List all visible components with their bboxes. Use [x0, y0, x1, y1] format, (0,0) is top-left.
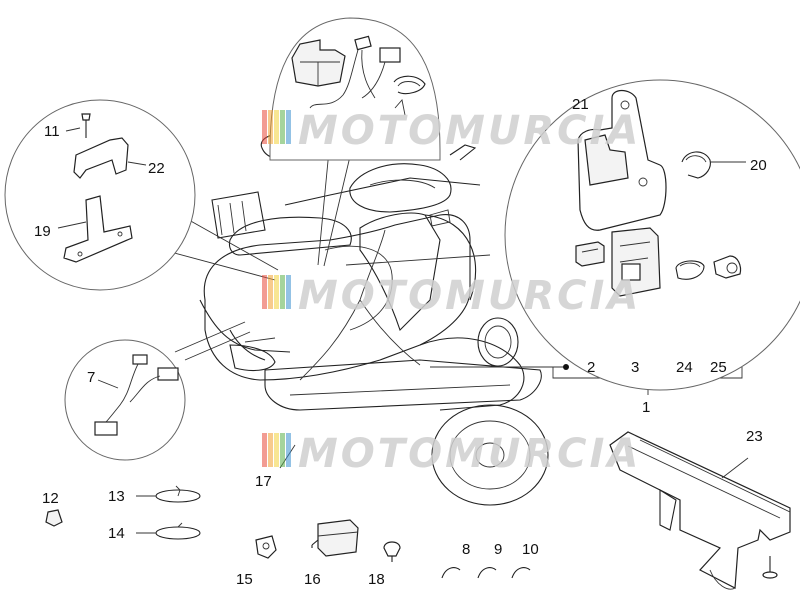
callout-23: 23	[746, 428, 763, 445]
callout-8: 8	[462, 541, 470, 558]
watermark-bar-5	[286, 110, 291, 144]
callout-9: 9	[494, 541, 502, 558]
watermark-bar-5	[286, 275, 291, 309]
watermark-bar-2	[268, 110, 273, 144]
watermark-bar-3	[274, 110, 279, 144]
callout-labels: 1 2 3 7 8 9 10 11 12 13 14 15 16 17 18 1…	[34, 96, 767, 588]
callout-16: 16	[304, 571, 321, 588]
watermark-bar-1	[262, 275, 267, 309]
callout-13: 13	[108, 488, 125, 505]
callout-24: 24	[676, 359, 693, 376]
detail-bubble-relays	[269, 17, 441, 161]
watermark-bar-1	[262, 110, 267, 144]
reference-dot	[563, 364, 569, 370]
watermark-bar-3	[274, 433, 279, 467]
callout-17: 17	[255, 473, 272, 490]
watermark-bar-2	[268, 275, 273, 309]
callout-14: 14	[108, 525, 125, 542]
callout-1: 1	[642, 399, 650, 416]
callout-11: 11	[44, 123, 60, 140]
watermark-bar-4	[280, 275, 285, 309]
watermark-bar-3	[274, 275, 279, 309]
watermark-bar-5	[286, 433, 291, 467]
callout-10: 10	[522, 541, 539, 558]
callout-3: 3	[631, 359, 639, 376]
callout-15: 15	[236, 571, 253, 588]
callout-12: 12	[42, 490, 59, 507]
detail-bubble-harness	[64, 339, 186, 461]
watermark-text: MOTOMURCIA	[298, 108, 641, 154]
callout-22: 22	[148, 160, 165, 177]
loose-parts	[45, 431, 791, 590]
watermark-bar-4	[280, 433, 285, 467]
callout-7: 7	[87, 369, 95, 386]
detail-bubble-control-unit	[504, 79, 800, 391]
watermark-logo-2: MOTOMURCIA	[262, 273, 641, 319]
watermark-bar-1	[262, 433, 267, 467]
watermark-logo-1: MOTOMURCIA	[262, 108, 641, 154]
watermark-logo-3: MOTOMURCIA	[262, 431, 641, 477]
watermark-text: MOTOMURCIA	[298, 273, 641, 319]
watermark-text: MOTOMURCIA	[298, 431, 641, 477]
callout-25: 25	[710, 359, 727, 376]
detail-bubble-brackets	[4, 99, 196, 291]
callout-18: 18	[368, 571, 385, 588]
watermark-bar-4	[280, 110, 285, 144]
callout-21: 21	[572, 96, 589, 113]
callout-2: 2	[587, 359, 595, 376]
callout-20: 20	[750, 157, 767, 174]
watermark-bar-2	[268, 433, 273, 467]
callout-19: 19	[34, 223, 51, 240]
